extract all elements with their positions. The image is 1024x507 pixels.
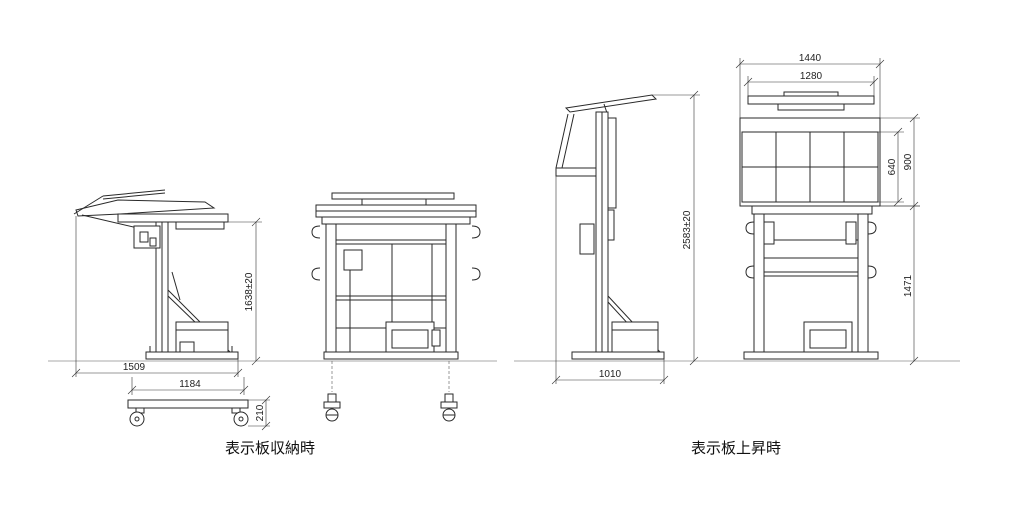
dim-board-height: 900 <box>903 153 914 170</box>
dim-board-width-line <box>735 58 885 118</box>
dim-board-width: 1440 <box>799 53 822 64</box>
stowed-front-view <box>311 192 481 392</box>
dim-raised-height-line <box>652 90 700 366</box>
dim-caster-height: 210 <box>255 404 266 421</box>
caster-wheel-right <box>233 411 249 427</box>
front-left-upright <box>325 223 337 359</box>
dim-wheelbase: 1184 <box>179 379 201 390</box>
dim-board-height-line <box>880 113 920 211</box>
raised-front-base <box>743 351 879 360</box>
dim-board-inner-width-line <box>743 76 879 96</box>
front-casters <box>323 393 458 422</box>
raised-side-view <box>555 94 665 360</box>
dim-board-inner-height-line <box>878 127 904 207</box>
caster-base <box>127 395 271 431</box>
raised-front-right-upright <box>857 213 869 359</box>
dim-wheelbase-line <box>127 377 249 395</box>
dim-raised-length-line <box>551 176 669 385</box>
dim-stowed-length: 1509 <box>123 362 146 373</box>
stowed-board-top <box>331 192 455 200</box>
dim-stowed-height: 1638±20 <box>244 272 255 311</box>
caption-stowed: 表示板収納時 <box>225 439 315 457</box>
folded-display-board <box>75 199 216 217</box>
dim-board-inner-height: 640 <box>887 158 898 175</box>
raised-front-view <box>739 91 881 360</box>
raised-base <box>571 351 665 360</box>
base-frame <box>145 351 239 360</box>
caster-wheel-left <box>129 411 145 427</box>
dim-raised-length: 1010 <box>599 369 622 380</box>
dim-board-inner-width: 1280 <box>800 71 823 82</box>
raised-front-left-upright <box>753 213 765 359</box>
front-right-upright <box>445 223 457 359</box>
dim-board-bottom-height-line <box>880 205 920 366</box>
top-frame <box>117 213 229 223</box>
stowed-side-view <box>73 189 262 366</box>
dim-stowed-length-line <box>71 216 243 378</box>
dim-raised-height: 2583±20 <box>682 210 693 249</box>
front-base <box>323 351 459 360</box>
raised-board-side <box>564 94 658 113</box>
dim-board-bottom-height: 1471 <box>903 274 914 297</box>
caption-raised: 表示板上昇時 <box>691 439 781 457</box>
